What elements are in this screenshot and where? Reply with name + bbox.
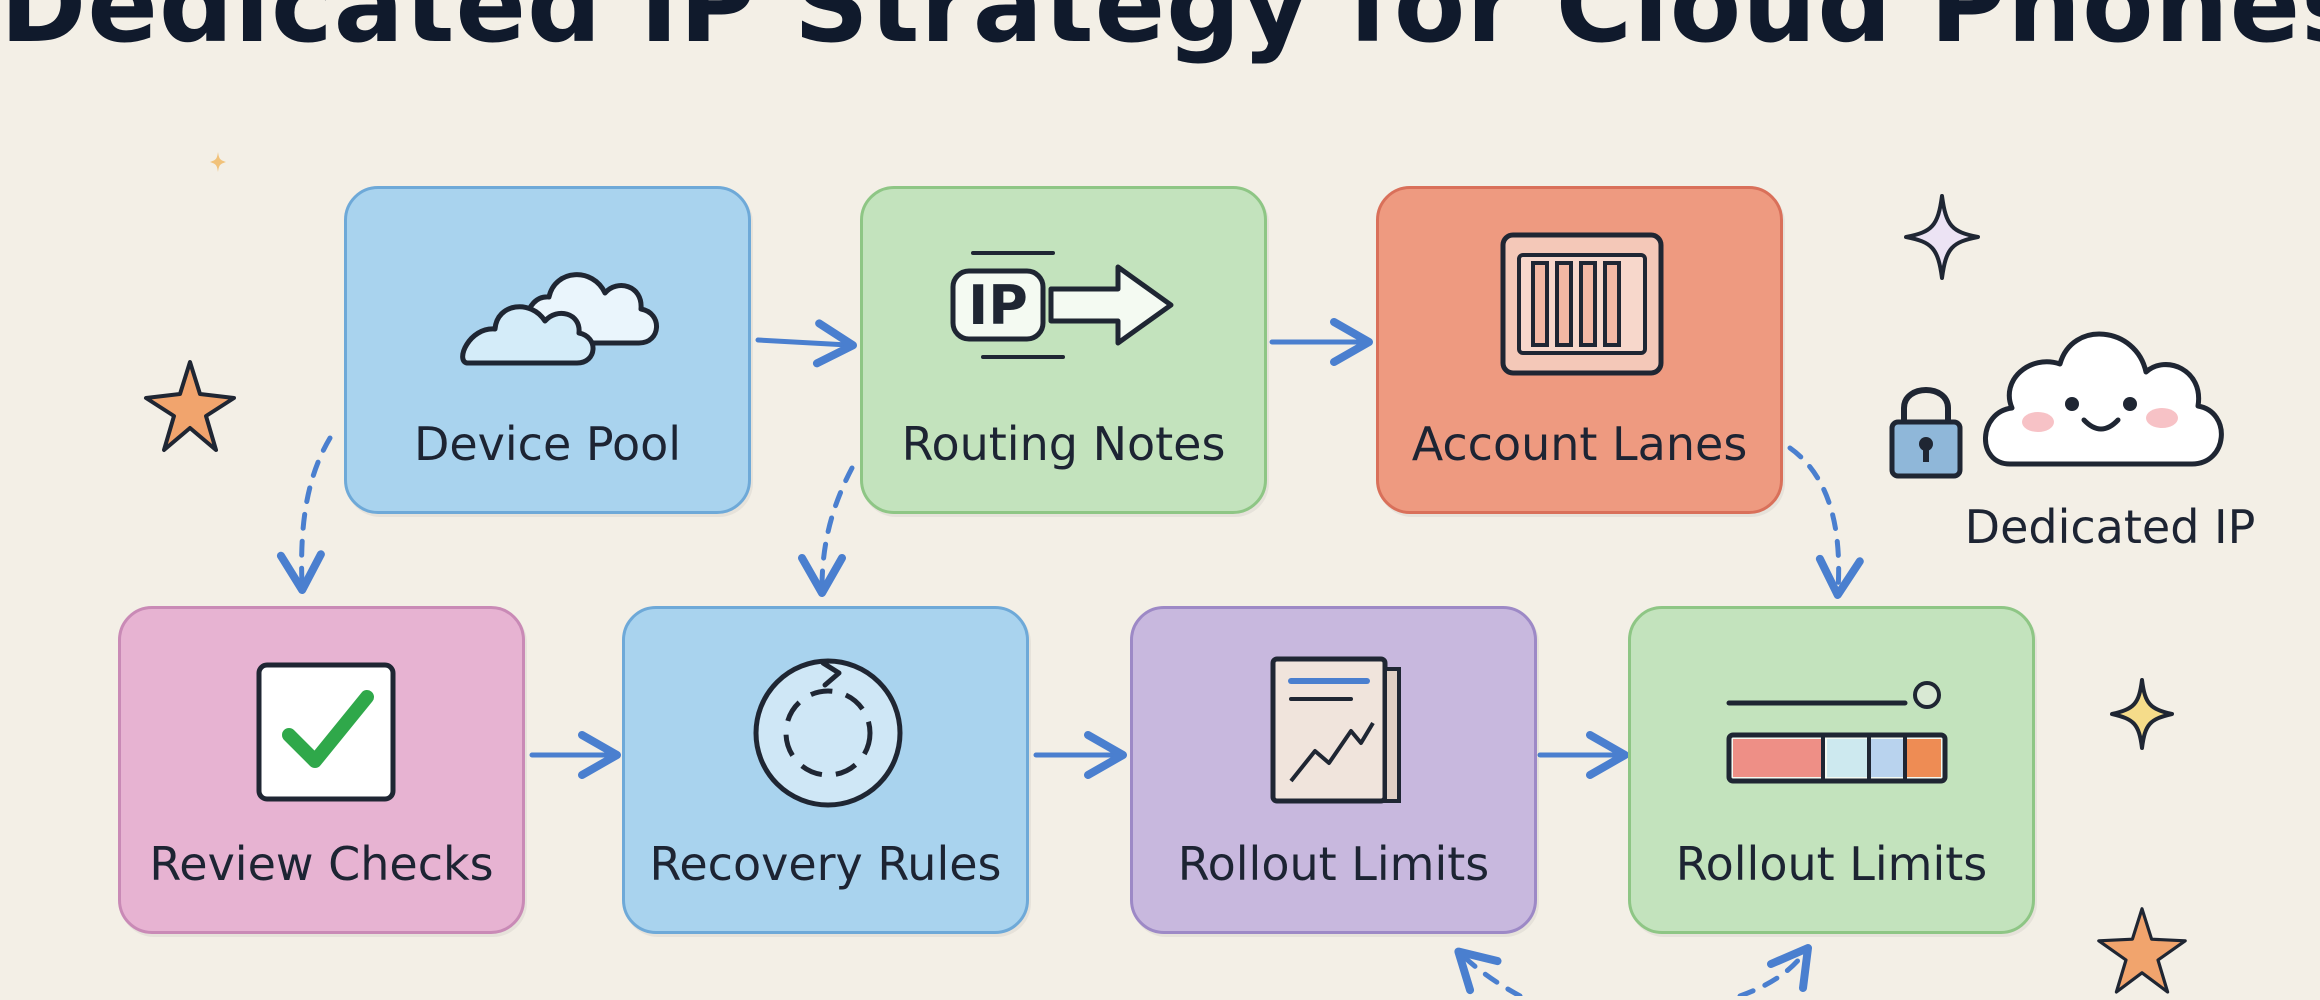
dedicated-ip-label: Dedicated IP [1964, 500, 2256, 554]
node-rollout-limits-2[interactable]: Rollout Limits [1628, 606, 2035, 934]
cycle-icon [753, 658, 903, 808]
arrow-bottom-left [1454, 947, 1523, 996]
node-rollout-limits-1[interactable]: Rollout Limits [1130, 606, 1537, 934]
arrow-device-pool-to-routing-notes [755, 319, 857, 368]
node-account-lanes[interactable]: Account Lanes [1376, 186, 1783, 514]
cloud-icon [460, 272, 659, 366]
node-label: Rollout Limits [1177, 837, 1490, 891]
arrow-routing-notes-to-recovery-rules [798, 465, 855, 597]
arrow-bottom-right [1737, 944, 1813, 996]
node-label: Routing Notes [901, 417, 1226, 471]
star-icon [144, 360, 236, 452]
node-recovery-rules[interactable]: Recovery Rules [622, 606, 1029, 934]
sparkle-icon [210, 152, 226, 172]
arrow-account-lanes-to-rollout-limits [1787, 445, 1864, 599]
node-label: Recovery Rules [649, 837, 1002, 891]
arrow-device-pool-to-review-checks [276, 435, 333, 594]
star-icon [2097, 907, 2187, 994]
node-device-pool[interactable]: Device Pool [344, 186, 751, 514]
node-label: Rollout Limits [1675, 837, 1988, 891]
ip-arrow-icon: IP [950, 251, 1174, 359]
node-label: Device Pool [413, 417, 682, 471]
lanes-icon [1500, 232, 1664, 376]
checkmark-icon [256, 662, 396, 802]
page-title: Dedicated IP Strategy for Cloud Phones [0, 0, 2320, 66]
chart-report-icon [1270, 656, 1401, 804]
lock-icon [1889, 387, 1963, 479]
smiling-cloud-icon [1983, 331, 2224, 467]
sparkle-icon [1904, 194, 1980, 280]
sparkle-icon [2110, 678, 2174, 750]
node-label: Account Lanes [1411, 417, 1748, 471]
limit-bar-icon [1726, 681, 1948, 784]
node-label: Review Checks [149, 837, 494, 891]
ip-icon-text: IP [968, 274, 1028, 337]
node-routing-notes[interactable]: IP Routing Notes [860, 186, 1267, 514]
node-review-checks[interactable]: Review Checks [118, 606, 525, 934]
